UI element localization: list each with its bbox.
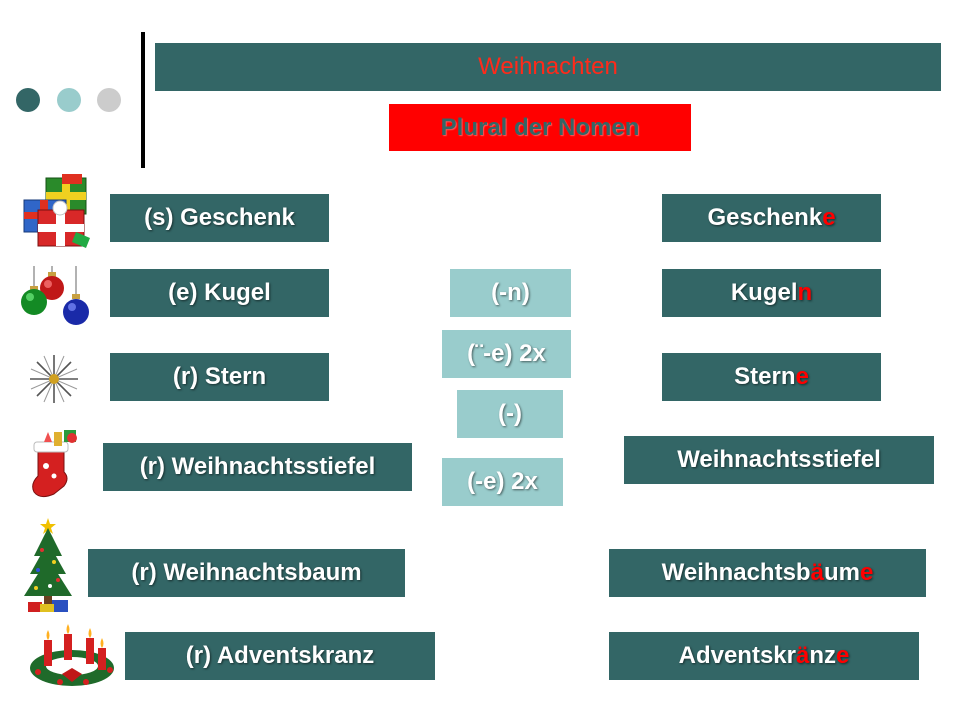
star-icon [30, 355, 78, 403]
singular-kugel-box: (e) Kugel [110, 269, 329, 317]
plural-weihnachtsstiefel-box: Weihnachtsstiefel [624, 436, 934, 484]
christmas-tree-icon [24, 518, 72, 612]
plural-weihnachtsbaeume-label: Weihnachtsbäume [661, 559, 874, 586]
plural-kugeln-label: Kugeln [730, 279, 813, 306]
advent-wreath-icon [30, 624, 114, 686]
singular-stern-label: (r) Stern [172, 363, 267, 390]
christmas-stocking-icon [32, 430, 77, 498]
plural-weihnachtsstiefel-label: Weihnachtsstiefel [677, 446, 881, 473]
ending-none-label: (-) [498, 400, 522, 427]
subtitle-box: Plural der Nomen [389, 104, 691, 151]
ending-n-box[interactable]: (-n) [450, 269, 571, 317]
decor-dot-grey [97, 88, 121, 112]
ending-e-box[interactable]: (-e) 2x [442, 458, 563, 506]
singular-geschenk-label: (s) Geschenk [144, 204, 295, 231]
ending-n-label: (-n) [491, 279, 530, 306]
plural-geschenke-box: Geschenke [662, 194, 881, 242]
decor-dot-light [57, 88, 81, 112]
singular-weihnachtsbaum-box: (r) Weihnachtsbaum [88, 549, 405, 597]
singular-geschenk-box: (s) Geschenk [110, 194, 329, 242]
singular-weihnachtsstiefel-label: (r) Weihnachtsstiefel [139, 453, 376, 480]
plural-adventskraenze-label: Adventskränze [678, 642, 850, 669]
decor-vertical-rule [141, 32, 145, 168]
title-bar: Weihnachten [155, 43, 941, 91]
plural-sterne-box: Sterne [662, 353, 881, 401]
singular-stern-box: (r) Stern [110, 353, 329, 401]
plural-geschenke-label: Geschenke [707, 204, 836, 231]
ending-umlaut-e-box[interactable]: (¨-e) 2x [442, 330, 571, 378]
ending-e-label: (-e) 2x [467, 468, 538, 495]
singular-weihnachtsbaum-label: (r) Weihnachtsbaum [131, 559, 362, 586]
christmas-ornaments-icon [21, 266, 89, 325]
singular-kugel-label: (e) Kugel [168, 279, 271, 306]
plural-weihnachtsbaeume-box: Weihnachtsbäume [609, 549, 926, 597]
decor-dot-dark [16, 88, 40, 112]
singular-adventskranz-label: (r) Adventskranz [185, 642, 375, 669]
ending-none-box[interactable]: (-) [457, 390, 563, 438]
page-subtitle: Plural der Nomen [440, 113, 640, 141]
plural-kugeln-box: Kugeln [662, 269, 881, 317]
ending-umlaut-e-label: (¨-e) 2x [467, 340, 546, 367]
gift-icon [23, 174, 90, 248]
singular-weihnachtsstiefel-box: (r) Weihnachtsstiefel [103, 443, 412, 491]
singular-adventskranz-box: (r) Adventskranz [125, 632, 435, 680]
plural-adventskraenze-box: Adventskränze [609, 632, 919, 680]
page-title: Weihnachten [478, 53, 618, 80]
plural-sterne-label: Sterne [734, 363, 809, 390]
